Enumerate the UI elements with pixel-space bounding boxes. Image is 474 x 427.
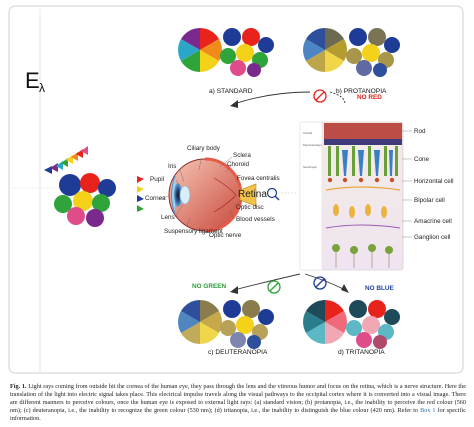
- deficit-label-no-green: NO GREEN: [192, 283, 226, 290]
- retina-section: Choroid Pigmented layer Neural layer: [299, 121, 404, 271]
- eye-leader-lines: [159, 156, 243, 232]
- label-lens: Lens: [161, 214, 175, 221]
- deficit-label-no-blue: NO BLUE: [365, 285, 394, 292]
- tritanopia-wheel: [303, 300, 347, 344]
- e-lambda-sub: λ: [39, 81, 45, 95]
- view-label-tritanopia: d) TRITANOPIA: [338, 349, 385, 356]
- e-lambda-symbol: E λ: [25, 68, 45, 95]
- retina-labels: Rod Cone Horizontal cell Bipolar cell Am…: [414, 128, 454, 241]
- caption-tail: for specific information.: [10, 407, 467, 423]
- label-choroid: Choroid: [227, 161, 250, 168]
- caption-text: Light rays coming from outside hit the c…: [10, 383, 466, 415]
- label-cornea: Cornea: [145, 195, 166, 202]
- tritanopia-group: d) TRITANOPIA: [303, 300, 400, 356]
- no-blue-indicator: NO BLUE: [304, 273, 394, 293]
- no-green-indicator: NO GREEN: [192, 273, 301, 294]
- label-horizontal-cell: Horizontal cell: [414, 178, 454, 185]
- light-ray-arrows: [44, 146, 88, 174]
- caption-fig-label: Fig. 1.: [10, 383, 27, 390]
- standard-wheel: [178, 28, 222, 72]
- iris-shape: [174, 183, 182, 207]
- color-blob-cluster-left: [54, 173, 116, 227]
- cornea-entry-arrows: [137, 176, 144, 212]
- protanopia-blobs: [346, 28, 400, 77]
- e-lambda-letter: E: [25, 68, 40, 93]
- protanopia-group: b) PROTANOPIA: [303, 28, 400, 95]
- deuteranopia-blobs: [220, 300, 274, 349]
- label-blood-vessels: Blood vessels: [236, 216, 275, 223]
- label-iris: Iris: [168, 163, 176, 170]
- label-optic-nerve: Optic nerve: [209, 232, 242, 239]
- label-optic-disc: Optic disc: [236, 204, 264, 211]
- label-fovea: Fovea centralis: [237, 175, 280, 182]
- label-pupil: Pupil: [150, 176, 164, 183]
- view-label-standard: a) STANDARD: [209, 88, 253, 95]
- label-amacrine-cell: Amacrine cell: [414, 218, 452, 225]
- lens-shape: [179, 185, 191, 205]
- deuteranopia-group: c) DEUTERANOPIA: [178, 300, 274, 356]
- standard-vision-group: a) STANDARD: [178, 28, 274, 95]
- caption-box-link[interactable]: Box 1: [420, 407, 436, 415]
- retina-layer-choroid: Choroid: [303, 131, 313, 135]
- deficit-label-no-red: NO RED: [357, 94, 382, 101]
- optic-nerve-shape: [239, 183, 257, 207]
- label-ganglion-cell: Ganglion cell: [414, 234, 450, 241]
- eye-diagram: [168, 157, 257, 233]
- view-label-protanopia: b) PROTANOPIA: [336, 88, 387, 95]
- label-sclera: Sclera: [233, 152, 251, 159]
- protanopia-wheel: [303, 28, 347, 72]
- retina-leader-lines: [402, 130, 412, 238]
- tritanopia-blobs: [346, 300, 400, 349]
- retina-layer-pigmented: Pigmented layer: [303, 143, 322, 147]
- label-suspensory-ligament: Suspensory ligament: [164, 228, 223, 235]
- magnifier-icon: [266, 187, 296, 201]
- label-bipolar-cell: Bipolar cell: [414, 197, 445, 204]
- no-red-indicator: NO RED: [230, 89, 382, 108]
- label-retina: Retina: [238, 189, 267, 200]
- label-rod: Rod: [414, 128, 426, 135]
- deuteranopia-wheel: [178, 300, 222, 344]
- retina-layer-neural: Neural layer: [303, 165, 317, 169]
- standard-blobs: [220, 28, 274, 77]
- label-ciliary-body: Ciliary body: [187, 145, 221, 152]
- cornea-shape: [171, 175, 176, 215]
- view-label-deuteranopia: c) DEUTERANOPIA: [208, 349, 268, 356]
- figure-caption: Fig. 1. Light rays coming from outside h…: [10, 383, 466, 423]
- label-cone: Cone: [414, 156, 430, 163]
- eye-labels: Iris Ciliary body Sclera Choroid Pupil F…: [145, 145, 280, 239]
